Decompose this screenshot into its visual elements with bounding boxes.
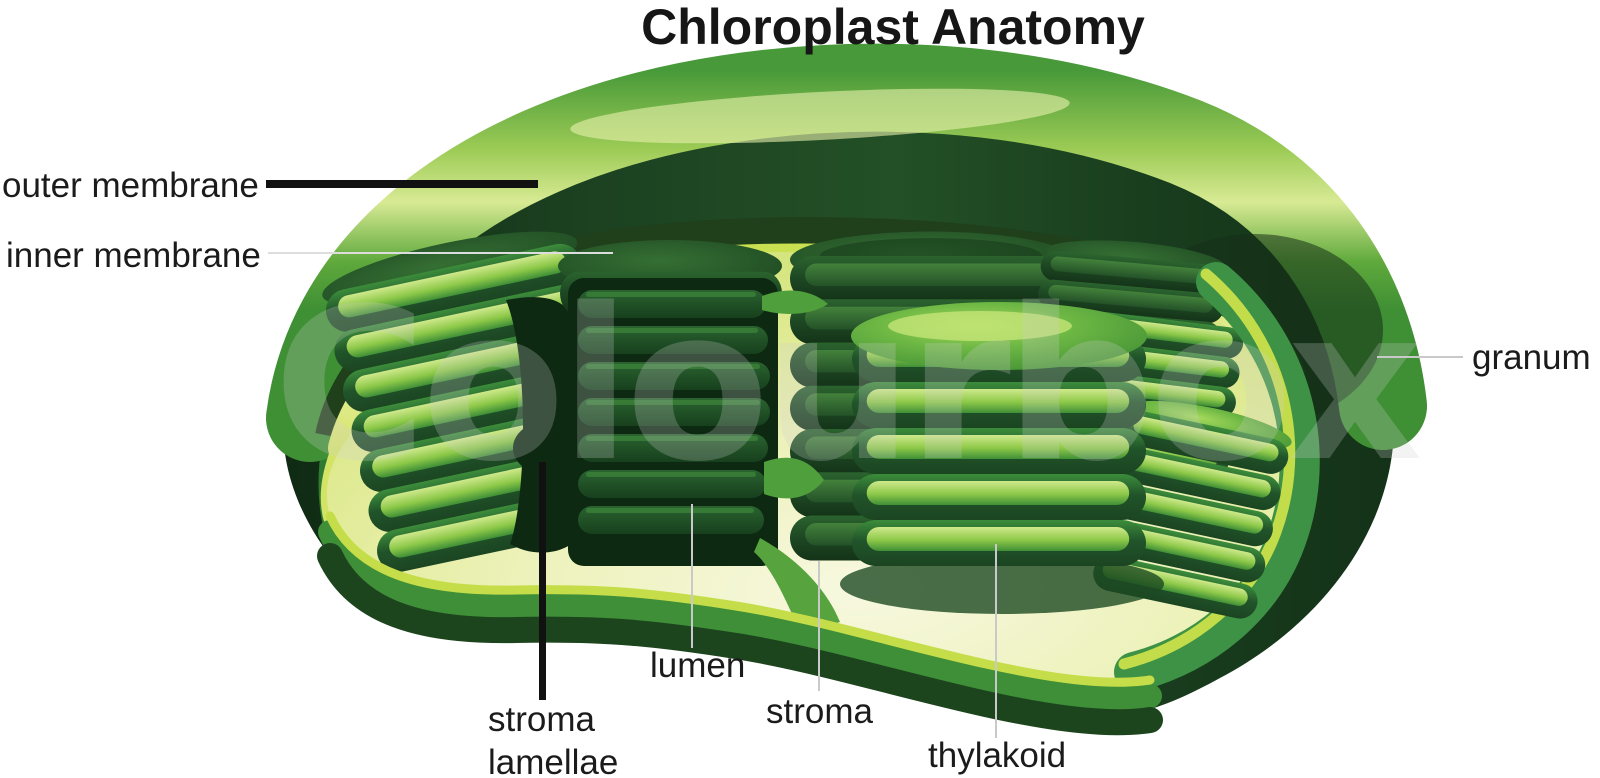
granum-shadow <box>840 554 1164 614</box>
label-lumen: lumen <box>650 646 746 685</box>
pointer-granum <box>1377 356 1463 358</box>
rim-shine <box>570 88 1070 144</box>
svg-text:Colourbox: Colourbox <box>273 263 1420 508</box>
label-granum: granum <box>1472 338 1591 377</box>
granum-stack-cut <box>558 240 782 566</box>
label-stroma-lamellae-line1: stroma <box>488 700 595 739</box>
svg-text:Colourbox: Colourbox <box>273 263 1420 508</box>
granum-stack-front <box>851 302 1147 566</box>
label-thylakoid: thylakoid <box>928 736 1067 775</box>
inner-membrane-right-ring <box>1114 262 1320 692</box>
pointer-inner-membrane <box>268 252 613 254</box>
pointer-thylakoid <box>995 544 997 738</box>
pointer-lumen <box>691 504 693 648</box>
stroma-lamellae-junction <box>506 297 577 553</box>
watermark: Colourbox Colourbox <box>273 263 1426 508</box>
granum-stack-right-front <box>1089 400 1292 622</box>
label-inner-membrane: inner membrane <box>6 236 261 275</box>
label-stroma-lamellae: stroma lamellae <box>488 698 618 778</box>
granum-stack-back <box>790 231 1072 561</box>
pointer-stroma-lamellae <box>539 462 546 700</box>
granum-stack-top-right <box>1034 240 1228 353</box>
label-stroma: stroma <box>766 692 873 731</box>
bottom-rim <box>317 511 1163 736</box>
outer-membrane-rim-highlight <box>266 43 1427 462</box>
label-stroma-lamellae-line2: lamellae <box>488 743 619 778</box>
label-outer-membrane: outer membrane <box>2 166 259 205</box>
figure-title: Chloroplast Anatomy <box>641 0 1145 55</box>
pointer-stroma <box>818 561 820 691</box>
pointer-outer-membrane <box>266 180 538 188</box>
granum-stack-left <box>322 231 637 576</box>
